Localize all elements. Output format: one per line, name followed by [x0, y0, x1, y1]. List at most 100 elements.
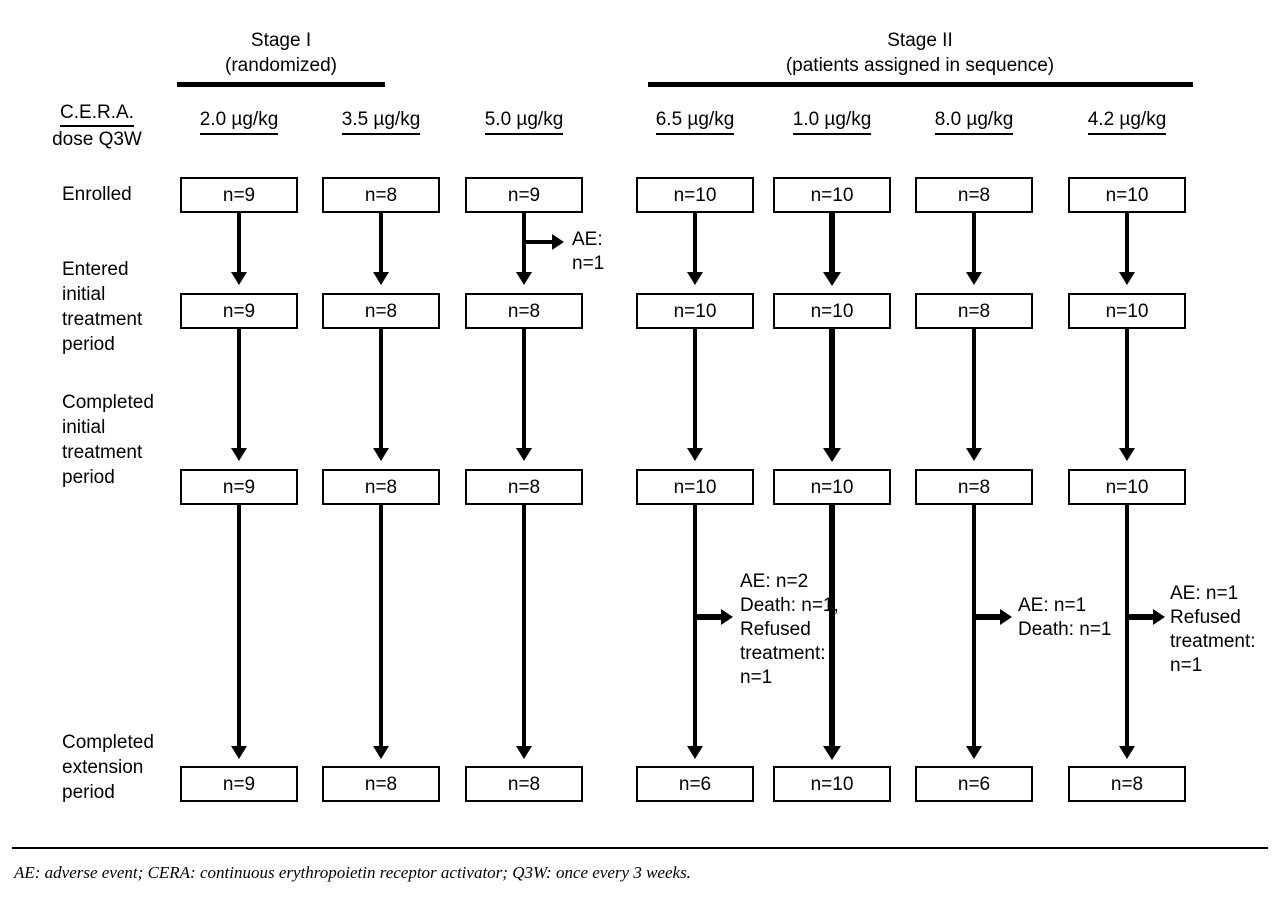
- box-entered-col-7: n=10: [1068, 293, 1186, 329]
- arrow-shaft-col-3-r2: [522, 329, 526, 451]
- arrow-shaft-col-3-r1: [522, 213, 526, 275]
- arrow-head-col-7-r1: [1119, 272, 1135, 285]
- box-enrolled-col-1: n=9: [180, 177, 298, 213]
- branch-head-col-3-ae: [552, 234, 564, 250]
- dose-header-label: 8.0 µg/kg: [934, 108, 1014, 135]
- branch-head-col-4-dropout: [721, 609, 733, 625]
- arrow-shaft-col-3-r3: [522, 505, 526, 749]
- dose-header-label: 6.5 µg/kg: [655, 108, 735, 135]
- dose-header-col-3: 5.0 µg/kg: [465, 108, 583, 135]
- arrow-head-col-2-r1: [373, 272, 389, 285]
- arrow-shaft-col-2-r3: [379, 505, 383, 749]
- box-entered-col-2: n=8: [322, 293, 440, 329]
- arrow-head-col-5-r2: [823, 448, 841, 462]
- arrow-shaft-col-2-r2: [379, 329, 383, 451]
- dose-header-label: 3.5 µg/kg: [341, 108, 421, 135]
- box-enrolled-col-2: n=8: [322, 177, 440, 213]
- arrow-shaft-col-4-r3: [693, 505, 697, 749]
- branch-head-col-6-dropout: [1000, 609, 1012, 625]
- arrow-shaft-col-1-r3: [237, 505, 241, 749]
- dropout-annotation-col-4: AE: n=2 Death: n=1, Refused treatment: n…: [740, 571, 839, 688]
- arrow-shaft-col-6-r3: [972, 505, 976, 749]
- arrow-shaft-col-1-r2: [237, 329, 241, 451]
- row-label-enrolled: Enrolled: [62, 184, 132, 205]
- stage-title-2: Stage II (patients assigned in sequence): [785, 30, 1055, 76]
- box-completed-extension-col-1: n=9: [180, 766, 298, 802]
- box-entered-col-3: n=8: [465, 293, 583, 329]
- box-enrolled-col-4: n=10: [636, 177, 754, 213]
- arrow-head-col-1-r1: [231, 272, 247, 285]
- box-completed-extension-col-4: n=6: [636, 766, 754, 802]
- arrow-shaft-col-6-r2: [972, 329, 976, 451]
- arrow-head-col-4-r2: [687, 448, 703, 461]
- arrow-head-col-5-r1: [823, 272, 841, 286]
- box-completed-initial-col-5: n=10: [773, 469, 891, 505]
- footnote-text: AE: adverse event; CERA: continuous eryt…: [14, 863, 691, 882]
- arrow-head-col-1-r2: [231, 448, 247, 461]
- arrow-head-col-4-r3: [687, 746, 703, 759]
- box-completed-initial-col-2: n=8: [322, 469, 440, 505]
- arrow-head-col-5-r3: [823, 746, 841, 760]
- dose-header-label: 2.0 µg/kg: [199, 108, 279, 135]
- arrow-shaft-col-7-r1: [1125, 213, 1129, 275]
- box-entered-col-6: n=8: [915, 293, 1033, 329]
- arrow-shaft-col-7-r2: [1125, 329, 1129, 451]
- box-completed-initial-col-7: n=10: [1068, 469, 1186, 505]
- branch-shaft-col-4-dropout: [697, 614, 723, 620]
- arrow-head-col-2-r2: [373, 448, 389, 461]
- box-completed-extension-col-6: n=6: [915, 766, 1033, 802]
- stage-rule-1: [177, 82, 385, 87]
- arrow-head-col-1-r3: [231, 746, 247, 759]
- dose-header-col-7: 4.2 µg/kg: [1068, 108, 1186, 135]
- box-entered-col-5: n=10: [773, 293, 891, 329]
- arrow-head-col-3-r2: [516, 448, 532, 461]
- arrow-head-col-6-r1: [966, 272, 982, 285]
- arrow-head-col-7-r3: [1119, 746, 1135, 759]
- dropout-annotation-col-6: AE: n=1 Death: n=1: [1018, 595, 1112, 640]
- dose-header-col-6: 8.0 µg/kg: [915, 108, 1033, 135]
- arrow-head-col-3-r1: [516, 272, 532, 285]
- branch-head-col-7-dropout: [1153, 609, 1165, 625]
- dose-header-label: 5.0 µg/kg: [484, 108, 564, 135]
- box-completed-initial-col-1: n=9: [180, 469, 298, 505]
- dose-header-label: 1.0 µg/kg: [792, 108, 872, 135]
- box-completed-extension-col-3: n=8: [465, 766, 583, 802]
- arrow-head-col-6-r2: [966, 448, 982, 461]
- arrow-head-col-4-r1: [687, 272, 703, 285]
- cera-legend-line2: dose Q3W: [52, 129, 142, 150]
- dose-header-col-2: 3.5 µg/kg: [322, 108, 440, 135]
- branch-shaft-col-7-dropout: [1129, 614, 1155, 620]
- arrow-head-col-7-r2: [1119, 448, 1135, 461]
- box-entered-col-4: n=10: [636, 293, 754, 329]
- arrow-shaft-col-5-r3: [829, 505, 835, 749]
- dose-header-col-1: 2.0 µg/kg: [180, 108, 298, 135]
- stage-title-1: Stage I (randomized): [225, 30, 337, 76]
- box-enrolled-col-3: n=9: [465, 177, 583, 213]
- arrow-head-col-2-r3: [373, 746, 389, 759]
- box-completed-extension-col-7: n=8: [1068, 766, 1186, 802]
- box-enrolled-col-5: n=10: [773, 177, 891, 213]
- arrow-shaft-col-7-r3: [1125, 505, 1129, 749]
- box-completed-initial-col-4: n=10: [636, 469, 754, 505]
- cera-dose-legend: C.E.R.A. dose Q3W: [22, 100, 172, 152]
- arrow-shaft-col-5-r1: [829, 213, 835, 275]
- branch-shaft-col-6-dropout: [976, 614, 1002, 620]
- row-label-entered-initial: Entered initial treatment period: [62, 259, 143, 355]
- footnote-divider: [12, 847, 1268, 849]
- box-completed-initial-col-6: n=8: [915, 469, 1033, 505]
- arrow-shaft-col-2-r1: [379, 213, 383, 275]
- arrow-shaft-col-5-r2: [829, 329, 835, 451]
- box-completed-extension-col-2: n=8: [322, 766, 440, 802]
- arrow-shaft-col-4-r1: [693, 213, 697, 275]
- arrow-head-col-6-r3: [966, 746, 982, 759]
- box-completed-extension-col-5: n=10: [773, 766, 891, 802]
- stage-rule-2: [648, 82, 1193, 87]
- box-entered-col-1: n=9: [180, 293, 298, 329]
- cera-legend-line1: C.E.R.A.: [60, 100, 134, 127]
- arrow-shaft-col-6-r1: [972, 213, 976, 275]
- dose-header-col-5: 1.0 µg/kg: [773, 108, 891, 135]
- branch-shaft-col-3-ae: [526, 240, 554, 244]
- row-label-completed-extension: Completed extension period: [62, 732, 154, 803]
- dose-header-label: 4.2 µg/kg: [1087, 108, 1167, 135]
